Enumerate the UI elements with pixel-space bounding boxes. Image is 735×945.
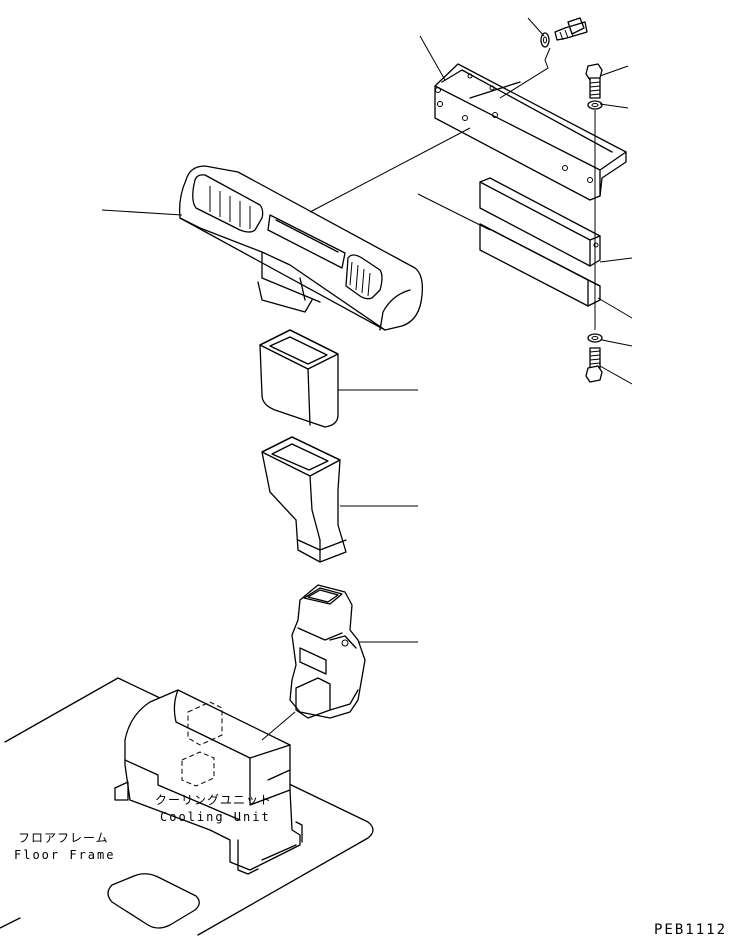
cooling-unit-label-en: Cooling Unit <box>160 810 271 824</box>
bolt-right-bottom <box>585 347 603 383</box>
bolt-top-horizontal <box>554 17 588 41</box>
floor-frame-label-jp: フロアフレーム <box>18 831 109 845</box>
plate-upper <box>479 177 601 267</box>
plate-lower <box>479 223 601 307</box>
transition-duct <box>261 436 347 563</box>
louver-duct-panel <box>178 165 423 331</box>
elbow-duct <box>289 584 366 719</box>
floor-frame-label-en: Floor Frame <box>14 848 115 862</box>
cooling-unit-label-jp: クーリングユニット <box>155 793 272 807</box>
assembly-center-lines <box>309 47 596 330</box>
drawing-code: PEB1112 <box>654 922 727 938</box>
bolt-right-top <box>585 63 603 99</box>
washer-right-bottom <box>587 333 603 343</box>
cooling-unit: クーリングユニット Cooling Unit <box>114 689 303 875</box>
bracket <box>434 63 627 201</box>
leader-lines <box>101 17 633 643</box>
washer-right-top <box>587 100 603 110</box>
straight-duct <box>259 329 339 428</box>
washer-top <box>540 32 550 48</box>
floor-frame <box>0 677 374 936</box>
